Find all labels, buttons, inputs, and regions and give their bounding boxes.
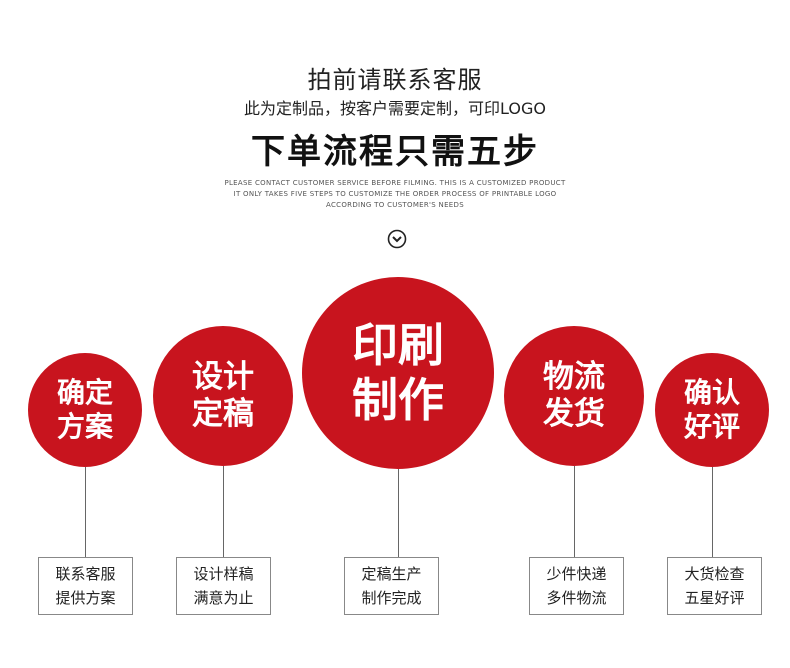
step-desc-line: 联系客服 <box>55 565 116 583</box>
step-circle-confirm-plan: 确定 方案 <box>28 353 142 467</box>
step-desc-box: 联系客服 提供方案 <box>38 557 133 615</box>
english-line: IT ONLY TAKES FIVE STEPS TO CUSTOMIZE TH… <box>233 190 557 198</box>
step-title-line: 好评 <box>683 410 740 443</box>
connector-line <box>85 467 86 557</box>
connector-line <box>223 466 224 557</box>
step-title-line: 确定 <box>56 376 113 410</box>
english-line: ACCORDING TO CUSTOMER'S NEEDS <box>326 201 464 209</box>
step-desc-line: 大货检查 <box>684 565 745 583</box>
step-desc-line: 制作完成 <box>361 589 422 607</box>
step-title-line: 方案 <box>56 410 113 443</box>
step-desc-line: 提供方案 <box>55 589 116 607</box>
step-title-line: 制作 <box>352 373 444 427</box>
header-subtitle: 此为定制品，按客户需要定制，可印LOGO <box>244 99 546 118</box>
step-desc-line: 定稿生产 <box>361 565 422 583</box>
step-title-line: 确认 <box>683 376 740 410</box>
step-circle-design: 设计 定稿 <box>153 326 293 466</box>
step-title-line: 发货 <box>543 396 605 432</box>
english-line: PLEASE CONTACT CUSTOMER SERVICE BEFORE F… <box>224 179 566 187</box>
step-desc-line: 满意为止 <box>193 589 254 607</box>
header-title: 拍前请联系客服 <box>307 66 483 94</box>
step-title-line: 印刷 <box>352 317 444 372</box>
step-title-line: 定稿 <box>192 396 254 432</box>
process-title: 下单流程只需五步 <box>251 132 539 172</box>
step-desc-line: 多件物流 <box>546 589 607 607</box>
step-title-line: 设计 <box>192 358 254 395</box>
step-desc-line: 设计样稿 <box>193 565 254 583</box>
chevron-down-circle-icon <box>387 229 407 249</box>
connector-line <box>712 467 713 557</box>
english-description: PLEASE CONTACT CUSTOMER SERVICE BEFORE F… <box>0 178 790 211</box>
step-desc-line: 少件快递 <box>546 565 607 583</box>
step-title-line: 物流 <box>543 358 605 395</box>
connector-line <box>398 469 399 557</box>
step-circle-shipping: 物流 发货 <box>504 326 644 466</box>
step-desc-box: 设计样稿 满意为止 <box>176 557 271 615</box>
step-desc-box: 少件快递 多件物流 <box>529 557 624 615</box>
step-desc-box: 定稿生产 制作完成 <box>344 557 439 615</box>
step-desc-line: 五星好评 <box>684 589 745 607</box>
step-circle-review: 确认 好评 <box>655 353 769 467</box>
step-desc-box: 大货检查 五星好评 <box>667 557 762 615</box>
step-circle-printing: 印刷 制作 <box>302 277 494 469</box>
connector-line <box>574 466 575 557</box>
